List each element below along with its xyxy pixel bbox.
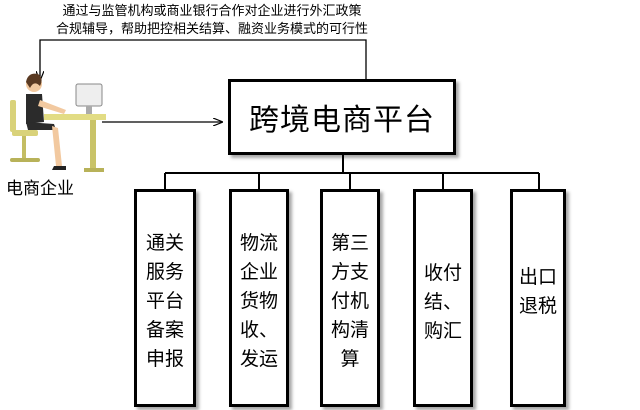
- export-tax-refund-box: 出口 退税: [510, 189, 566, 407]
- settlement-box: 收付 结、 购汇: [413, 189, 473, 407]
- note-line-1: 通过与监管机构或商业银行合作对企业进行外汇政策: [62, 4, 362, 19]
- settlement-text: 收付 结、 购汇: [423, 262, 462, 342]
- customs-service-box: 通关 服务 平台 备案 申报: [134, 189, 196, 407]
- person-at-computer-icon: [10, 73, 106, 172]
- company-label: 电商企业: [6, 179, 74, 199]
- platform-box: 跨境电商平台: [228, 79, 456, 155]
- third-party-payment-box: 第三 方支 付机 构清 算: [320, 189, 380, 407]
- customs-service-text: 通关 服务 平台 备案 申报: [145, 232, 184, 370]
- logistics-box: 物流 企业 货物 收、 发运: [229, 189, 289, 407]
- export-tax-refund-text: 出口 退税: [518, 266, 557, 317]
- feedback-arrow: [40, 39, 367, 80]
- note-line-2: 合规辅导，帮助把控相关结算、融资业务模式的可行性: [55, 22, 368, 37]
- logistics-text: 物流 企业 货物 收、 发运: [239, 232, 278, 370]
- third-party-payment-text: 第三 方支 付机 构清 算: [330, 232, 369, 370]
